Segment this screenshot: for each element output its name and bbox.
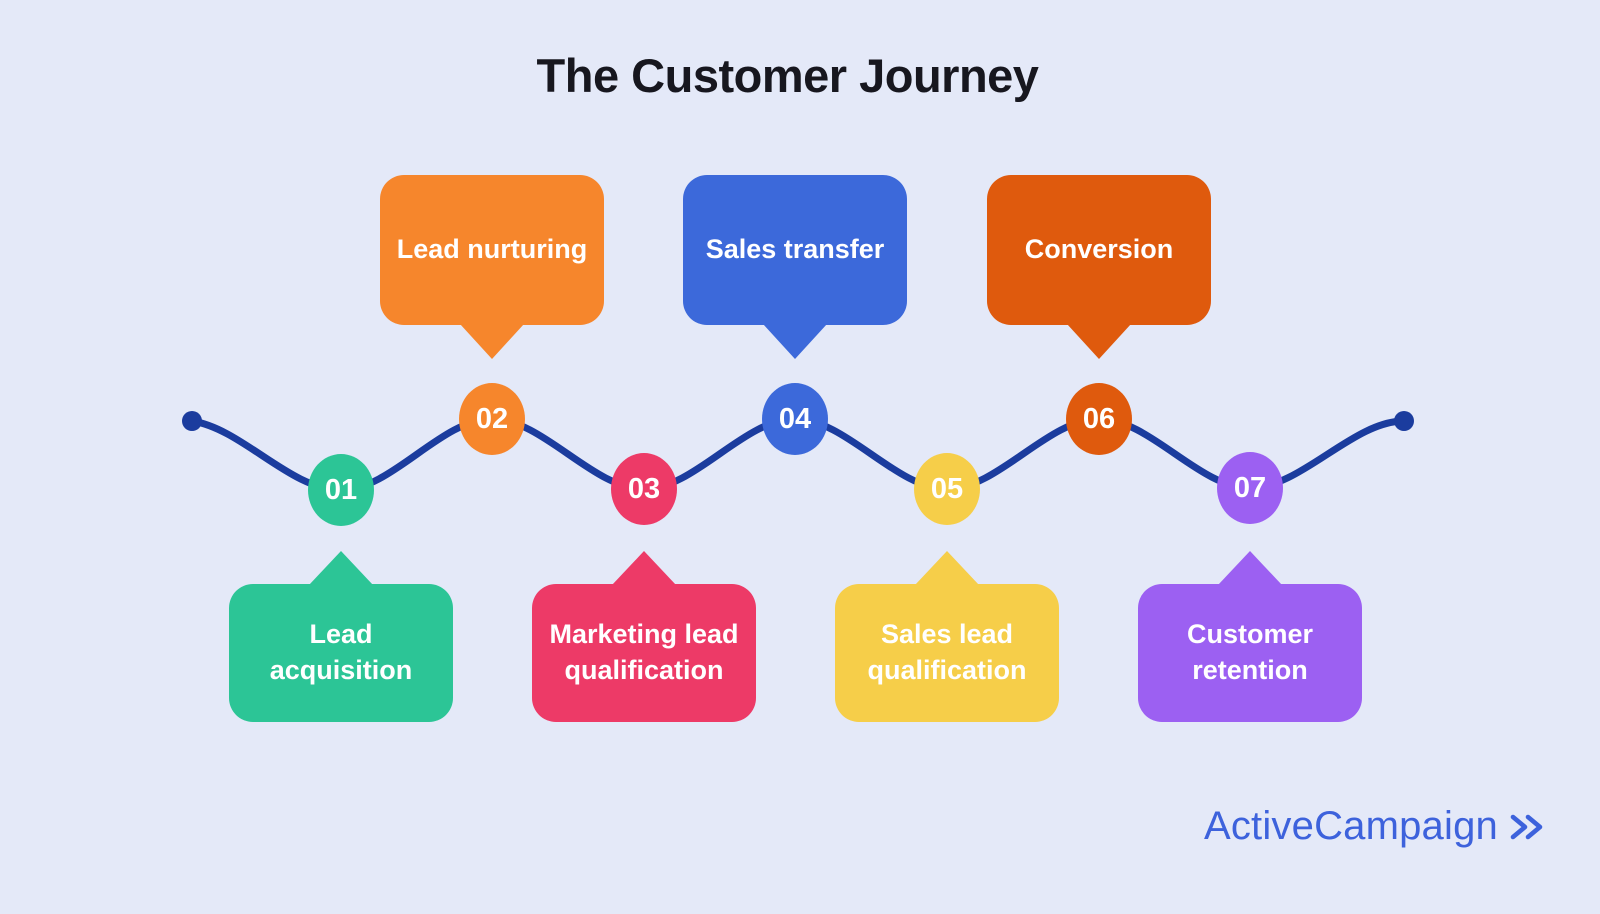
step-node-02: 02 bbox=[459, 383, 525, 455]
curve-start-dot bbox=[182, 411, 202, 431]
bubble-label: Sales transfer bbox=[705, 234, 885, 265]
double-chevron-icon bbox=[1508, 811, 1548, 843]
bubble-tail bbox=[309, 551, 373, 585]
step-node-03: 03 bbox=[611, 453, 677, 525]
bubble-sales-transfer: Sales transfer bbox=[683, 175, 907, 359]
bubble-label: Customer retention bbox=[1186, 619, 1314, 685]
step-number: 06 bbox=[1082, 402, 1116, 435]
step-number: 05 bbox=[930, 472, 964, 505]
bubble-marketing-lead-qualification: Marketing lead qualification bbox=[532, 551, 756, 722]
bubble-lead-acquisition: Lead acquisition bbox=[229, 551, 453, 722]
brand-logo: ActiveCampaign bbox=[1204, 804, 1548, 849]
bubble-tail bbox=[1218, 551, 1282, 585]
bubble-tail bbox=[1067, 324, 1131, 359]
brand-name: ActiveCampaign bbox=[1203, 804, 1498, 848]
step-node-01: 01 bbox=[308, 454, 374, 526]
page-title: The Customer Journey bbox=[536, 49, 1039, 102]
curve-end-dot bbox=[1394, 411, 1414, 431]
step-number: 01 bbox=[324, 473, 358, 506]
bubble-tail bbox=[763, 324, 827, 359]
step-number: 02 bbox=[475, 402, 509, 435]
bubble-label: Lead nurturing bbox=[396, 234, 588, 265]
bubble-label: Sales lead qualification bbox=[867, 619, 1027, 685]
step-number: 07 bbox=[1233, 471, 1267, 504]
step-node-05: 05 bbox=[914, 453, 980, 525]
step-number: 04 bbox=[778, 402, 812, 435]
step-node-07: 07 bbox=[1217, 452, 1283, 524]
bubble-sales-lead-qualification: Sales lead qualification bbox=[835, 551, 1059, 722]
bubble-label: Lead acquisition bbox=[269, 619, 413, 685]
bubble-label: Marketing lead qualification bbox=[549, 619, 739, 685]
step-number: 03 bbox=[627, 472, 661, 505]
bubble-tail bbox=[460, 324, 524, 359]
bubble-label: Conversion bbox=[1024, 234, 1174, 265]
bubble-tail bbox=[915, 551, 979, 585]
bubble-conversion: Conversion bbox=[987, 175, 1211, 359]
bubble-lead-nurturing: Lead nurturing bbox=[380, 175, 604, 359]
step-node-04: 04 bbox=[762, 383, 828, 455]
bubble-customer-retention: Customer retention bbox=[1138, 551, 1362, 722]
step-node-06: 06 bbox=[1066, 383, 1132, 455]
bubble-tail bbox=[612, 551, 676, 585]
